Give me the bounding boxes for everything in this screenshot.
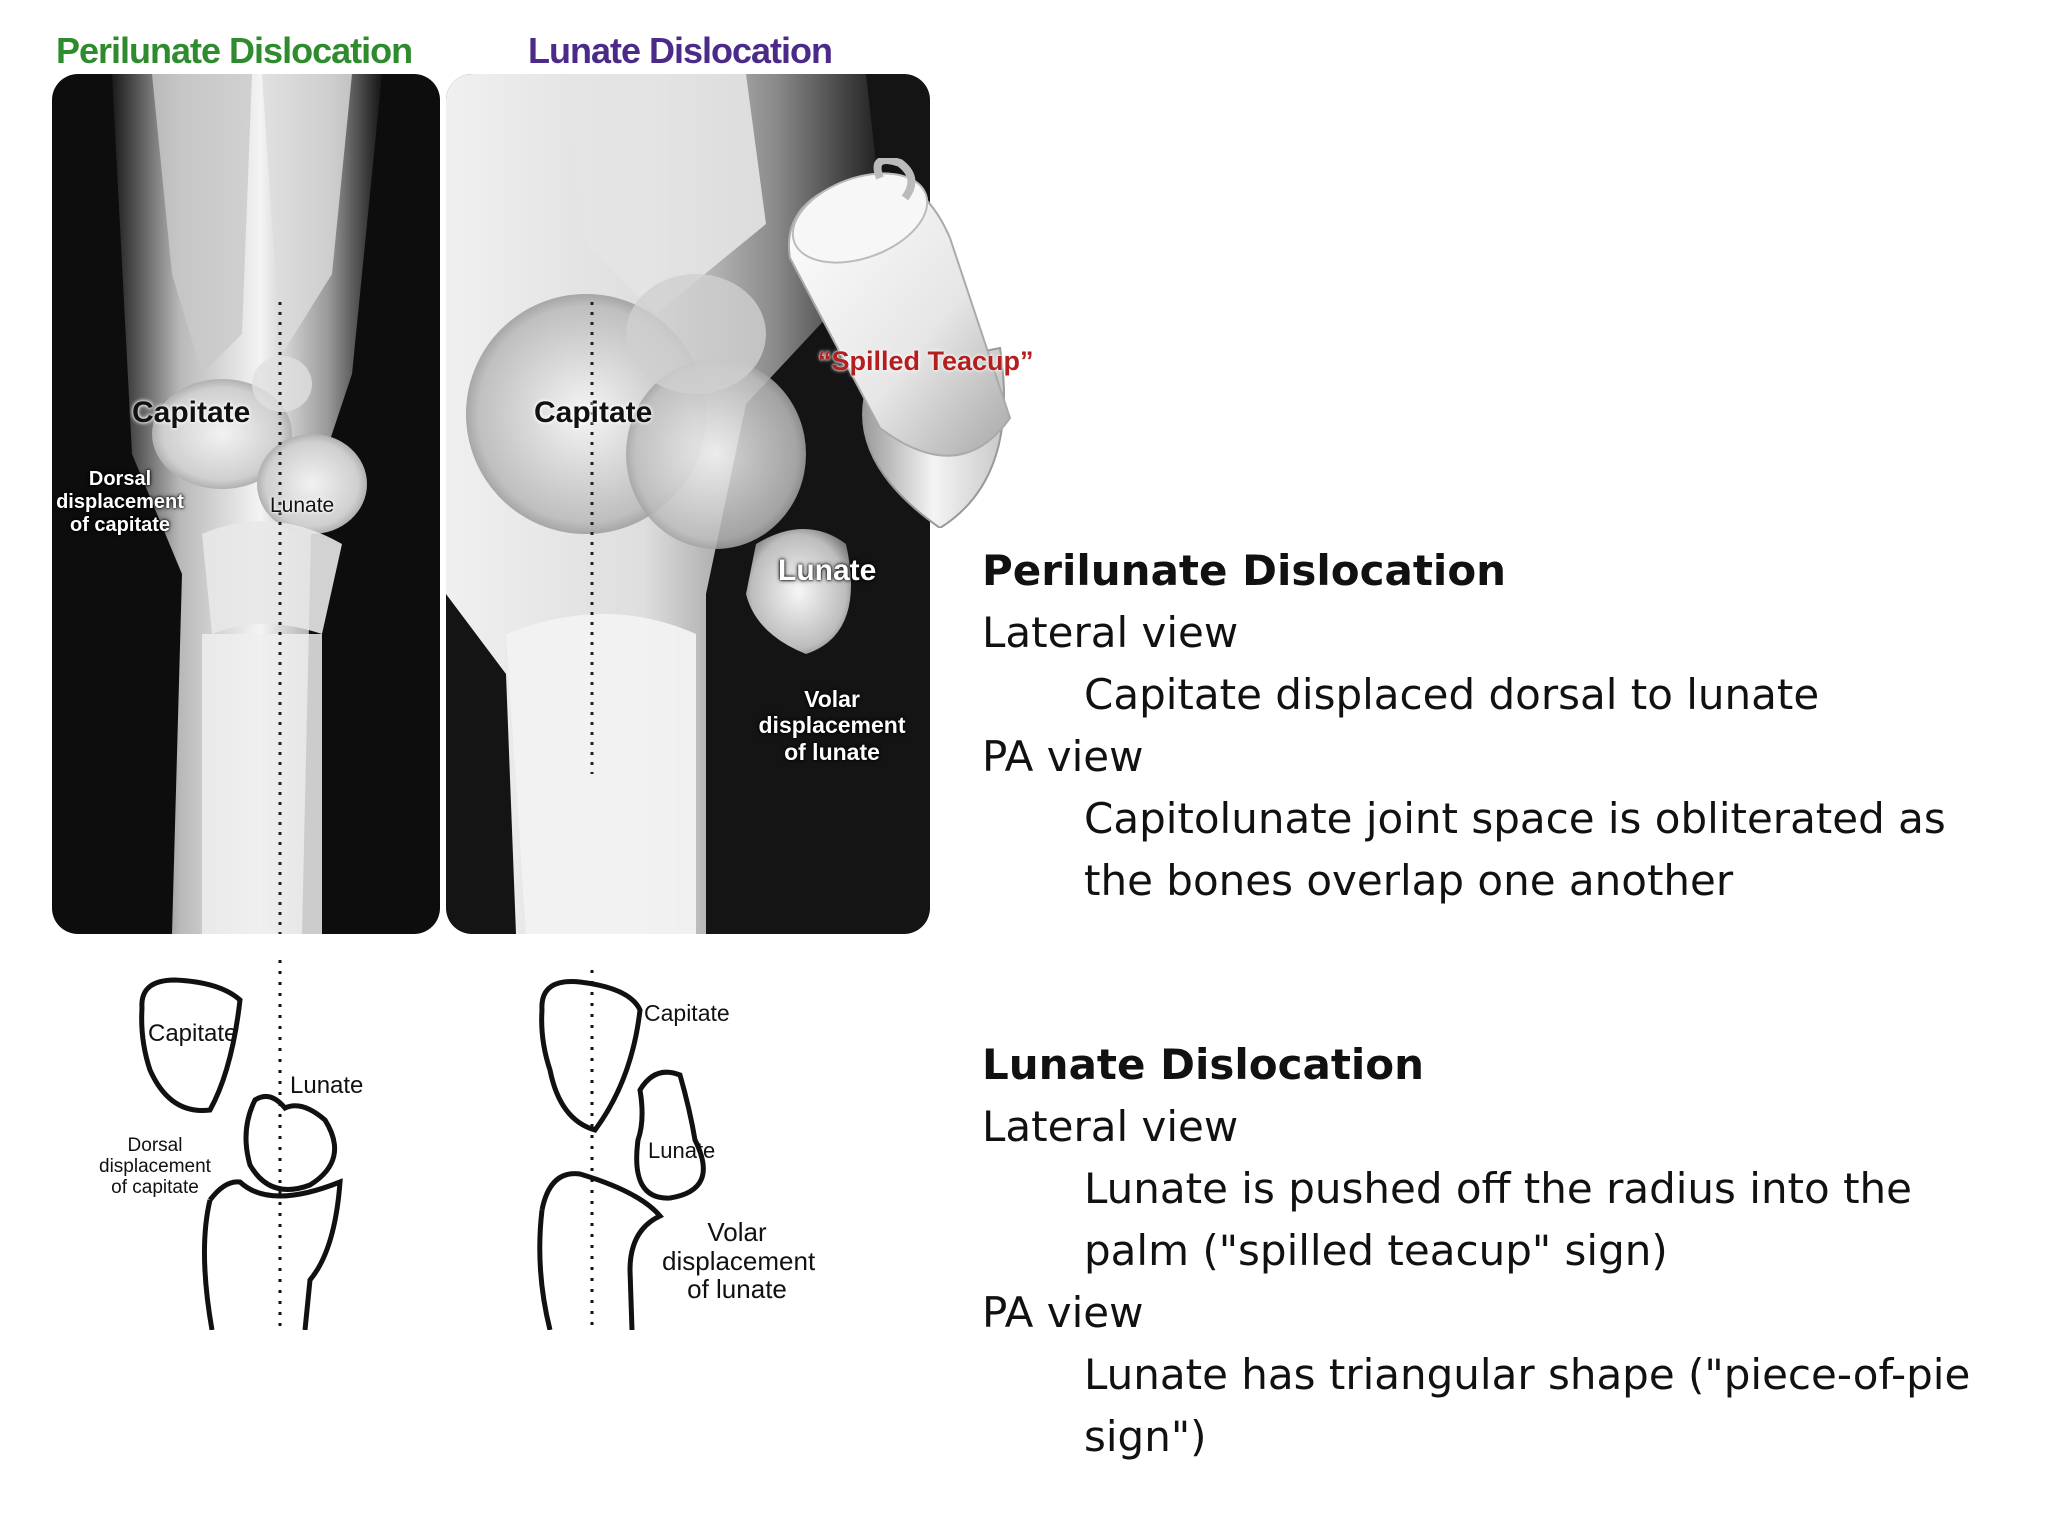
- perilunate-pa-desc-line1: Capitolunate joint space is obliterated …: [1084, 794, 1946, 843]
- perilunate-pa-label: PA view: [982, 732, 1144, 781]
- perilunate-lateral-desc: Capitate displaced dorsal to lunate: [1084, 670, 1820, 719]
- diagram-right-capitate-label: Capitate: [644, 1000, 730, 1026]
- lunate-lateral-desc-line2: palm ("spilled teacup" sign): [1084, 1226, 1668, 1275]
- diagram-left-capitate-label: Capitate: [148, 1020, 238, 1047]
- xray-left-capitate-label: Capitate: [132, 396, 251, 429]
- xray-right-volar-label: Volar displacement of lunate: [758, 686, 906, 765]
- perilunate-lateral-label: Lateral view: [982, 608, 1239, 657]
- diagram-left-dorsal-label: Dorsal displacement of capitate: [99, 1135, 211, 1198]
- spilled-teacup-image: [770, 156, 1070, 530]
- lunate-xray-image: [446, 74, 930, 934]
- perilunate-pa-desc-line2: the bones overlap one another: [1084, 856, 1734, 905]
- lunate-panel-title: Lunate Dislocation: [528, 30, 833, 71]
- perilunate-xray-image: [52, 74, 440, 934]
- spilled-teacup-label: “Spilled Teacup”: [818, 346, 1034, 376]
- lunate-lateral-desc-line1: Lunate is pushed off the radius into the: [1084, 1164, 1913, 1213]
- lunate-heading: Lunate Dislocation: [982, 1040, 1425, 1089]
- xray-right-lunate-label: Lunate: [778, 554, 877, 587]
- xray-left-dorsal-label: Dorsal displacement of capitate: [56, 468, 184, 536]
- xray-right-capitate-label: Capitate: [534, 396, 653, 429]
- lunate-pa-label: PA view: [982, 1288, 1144, 1337]
- xray-left-lunate-label: Lunate: [270, 494, 335, 517]
- perilunate-heading: Perilunate Dislocation: [982, 546, 1507, 595]
- perilunate-diagram: [80, 950, 420, 1331]
- lunate-diagram: [520, 970, 860, 1331]
- lunate-lateral-label: Lateral view: [982, 1102, 1239, 1151]
- lunate-pa-desc-line1: Lunate has triangular shape ("piece-of-p…: [1084, 1350, 1971, 1399]
- slide-text: Perilunate Dislocation Lateral view Capi…: [982, 540, 2022, 1468]
- diagram-right-volar-label: Volar displacement of lunate: [662, 1217, 816, 1305]
- lunate-pa-desc-line2: sign"): [1084, 1412, 1207, 1461]
- diagram-right-lunate-label: Lunate: [648, 1138, 716, 1163]
- diagram-left-lunate-label: Lunate: [290, 1072, 364, 1099]
- perilunate-panel-title: Perilunate Dislocation: [56, 30, 413, 71]
